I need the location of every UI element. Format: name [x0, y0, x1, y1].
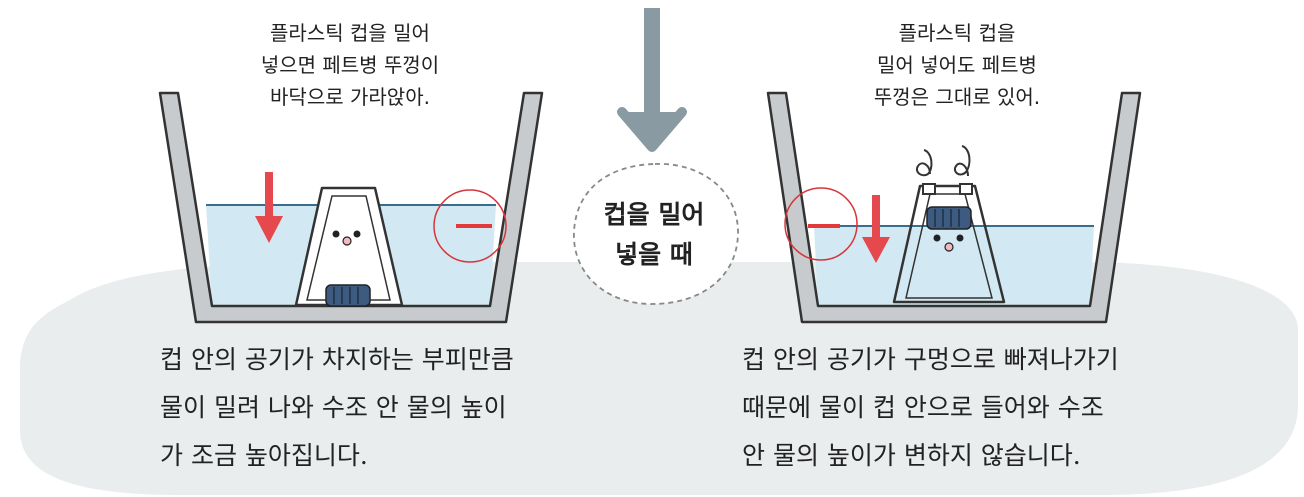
right-caption-line: 밀어 넣어도 페트병	[877, 53, 1037, 77]
left-tank-wall	[158, 91, 544, 324]
center-label-line: 넣을 때	[615, 240, 693, 269]
right-level-highlight	[784, 187, 858, 261]
right-cup-mouth	[944, 242, 954, 252]
center-label: 컵을 밀어 넣을 때	[570, 165, 738, 305]
center-down-arrow	[617, 8, 687, 152]
left-description: 컵 안의 공기가 차지하는 부피만큼 물이 밀려 나와 수조 안 물의 높이 가…	[160, 336, 514, 480]
right-cup-eye	[956, 234, 964, 242]
right-bottle-cap	[926, 206, 972, 230]
right-caption-line: 플라스틱 컵을	[898, 21, 1016, 45]
left-cup-inner	[306, 195, 391, 301]
right-tank-wall	[766, 91, 1142, 324]
left-caption-line: 넣으면 페트병 뚜껑이	[260, 53, 440, 77]
left-cup-mouth	[342, 236, 352, 246]
right-description: 컵 안의 공기가 구멍으로 빠져나가기 때문에 물이 컵 안으로 들어와 수조 …	[742, 336, 1119, 480]
right-caption: 플라스틱 컵을 밀어 넣어도 페트병 뚜껑은 그대로 있어.	[832, 17, 1082, 113]
left-description-line: 컵 안의 공기가 차지하는 부피만큼	[160, 345, 514, 374]
air-escape-swirl-icon	[916, 149, 933, 177]
air-escape-swirl-icon	[954, 145, 971, 177]
right-cup-eye	[933, 234, 941, 242]
right-description-line: 안 물의 높이가 변하지 않습니다.	[742, 441, 1081, 470]
right-tank	[766, 91, 1142, 324]
left-caption: 플라스틱 컵을 밀어 넣으면 페트병 뚜껑이 바닥으로 가라앉아.	[225, 17, 475, 113]
right-push-arrow	[862, 195, 890, 263]
right-cup-inner	[905, 193, 993, 299]
left-caption-line: 플라스틱 컵을 밀어	[270, 21, 430, 45]
left-level-highlight	[433, 189, 507, 263]
left-bottle-cap	[325, 284, 371, 307]
left-tank	[158, 91, 544, 324]
right-caption-line: 뚜껑은 그대로 있어.	[873, 85, 1041, 109]
left-cup-eye	[353, 230, 361, 238]
left-cup-eye	[332, 230, 340, 238]
left-caption-line: 바닥으로 가라앉아.	[270, 85, 430, 109]
right-cup	[892, 184, 1006, 304]
right-description-line: 때문에 물이 컵 안으로 들어와 수조	[742, 393, 1104, 422]
left-description-line: 물이 밀려 나와 수조 안 물의 높이	[160, 393, 507, 422]
center-dashed-bubble	[573, 163, 739, 305]
right-water	[814, 226, 1094, 306]
center-label-line: 컵을 밀어	[603, 200, 705, 229]
right-description-line: 컵 안의 공기가 구멍으로 빠져나가기	[742, 345, 1119, 374]
left-description-line: 가 조금 높아집니다.	[160, 441, 368, 470]
left-push-arrow	[255, 172, 283, 243]
